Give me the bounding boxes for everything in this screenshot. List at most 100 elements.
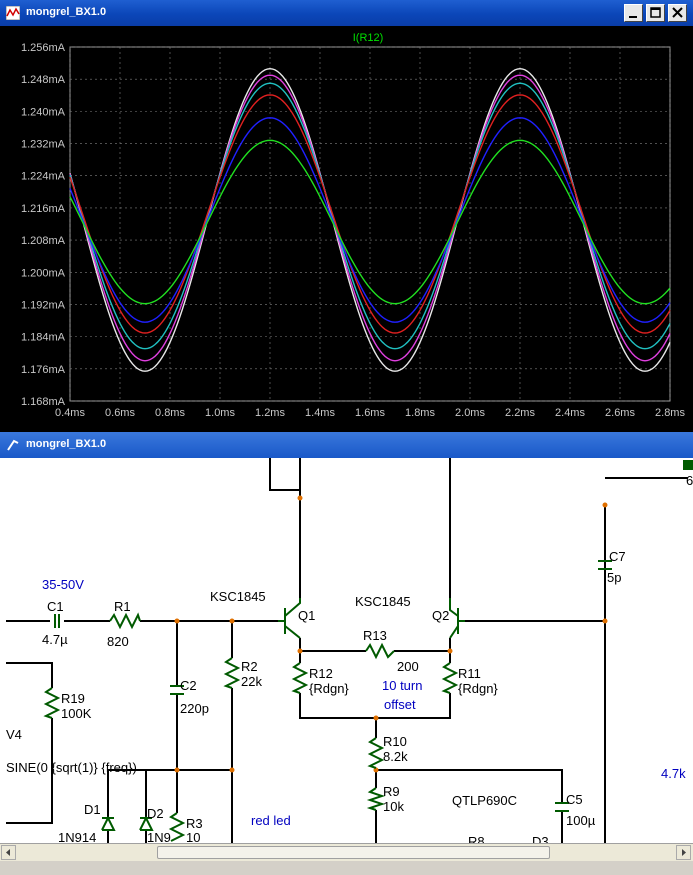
c1-label: C1: [47, 599, 64, 614]
status-bar: [0, 861, 693, 875]
q1-symbol: [278, 598, 301, 639]
schematic-window-title: mongrel_BX1.0: [26, 438, 107, 450]
plot-grid: [69, 46, 671, 402]
r1-symbol: [109, 612, 141, 630]
schematic-canvas[interactable]: 35-50V C1 4.7µ R1 820 KSC1845 Q1 KSC1845…: [0, 458, 693, 843]
x-tick-label: 0.4ms: [55, 407, 85, 419]
r10-value: 8.2k: [383, 749, 408, 764]
x-tick-label: 1.4ms: [305, 407, 335, 419]
c1-symbol: [54, 614, 60, 628]
close-button[interactable]: [668, 4, 687, 22]
d1-label: D1: [84, 802, 101, 817]
r11-label: R11: [458, 666, 481, 681]
trace-series-3: [69, 82, 671, 350]
q2-symbol: [449, 598, 465, 639]
r12-value: {Rdgn}: [309, 681, 349, 696]
x-axis-ticks: 0.4ms 0.6ms 0.8ms 1.0ms 1.2ms 1.4ms 1.6ms 1.8ms…: [55, 407, 685, 419]
q2-label: Q2: [432, 608, 449, 623]
plot-window-titlebar[interactable]: mongrel_BX1.0: [0, 0, 693, 26]
c5-label: C5: [566, 792, 583, 807]
d1-value: 1N914: [58, 830, 96, 843]
d2-label: D2: [147, 806, 164, 821]
offscreen-value-label: 6: [686, 473, 693, 488]
c2-label: C2: [180, 678, 197, 693]
x-tick-label: 2.6ms: [605, 407, 635, 419]
y-tick-label: 1.256mA: [21, 42, 66, 54]
y-tick-label: 1.224mA: [21, 171, 66, 183]
r13-symbol: [365, 642, 395, 660]
schematic-drawing[interactable]: 35-50V C1 4.7µ R1 820 KSC1845 Q1 KSC1845…: [0, 458, 693, 843]
r10-symbol: [367, 737, 385, 769]
v4-sine-params: SINE(0 {sqrt(1)} {freq}): [6, 760, 137, 775]
x-tick-label: 0.8ms: [155, 407, 185, 419]
x-tick-label: 2.8ms: [655, 407, 685, 419]
x-tick-label: 1.0ms: [205, 407, 235, 419]
trace-series-1: [69, 67, 671, 372]
scroll-right-button[interactable]: [676, 845, 691, 860]
trace-label[interactable]: I(R12): [353, 32, 384, 44]
maximize-icon: [650, 7, 661, 18]
r13-value: 200: [397, 659, 419, 674]
r3-label: R3: [186, 816, 203, 831]
r3-value: 10: [186, 830, 200, 843]
q1-label: Q1: [298, 608, 315, 623]
r2-value: 22k: [241, 674, 262, 689]
r12-label: R12: [309, 666, 333, 681]
minimize-icon: [629, 16, 637, 18]
horizontal-scrollbar[interactable]: [0, 843, 693, 862]
y-tick-label: 1.200mA: [21, 267, 66, 279]
y-tick-label: 1.184mA: [21, 332, 66, 344]
wires: [6, 458, 688, 843]
d2-symbol: [139, 815, 154, 831]
c7-label: C7: [609, 549, 626, 564]
schematic-window-titlebar[interactable]: mongrel_BX1.0: [0, 432, 693, 458]
c2-value: 220p: [180, 701, 209, 716]
trace-series: [69, 67, 671, 372]
waveform-app-icon: [6, 6, 20, 20]
components: [43, 560, 612, 842]
junction-nodes: [174, 495, 608, 773]
maximize-button[interactable]: [646, 4, 665, 22]
x-tick-label: 1.2ms: [255, 407, 285, 419]
scroll-thumb[interactable]: [157, 846, 550, 859]
y-axis-ticks: 1.168mA1.176mA1.184mA1.192mA1.200mA1.208…: [21, 42, 66, 408]
x-tick-label: 1.6ms: [355, 407, 385, 419]
waveform-chart[interactable]: 1.168mA1.176mA1.184mA1.192mA1.200mA1.208…: [0, 26, 693, 432]
ten-turn-label: 10 turn: [382, 678, 422, 693]
close-icon: [672, 7, 683, 18]
y-tick-label: 1.240mA: [21, 106, 66, 118]
y-tick-label: 1.216mA: [21, 203, 66, 215]
r19-value: 100K: [61, 706, 92, 721]
d1-symbol: [101, 815, 116, 831]
offset-label: offset: [384, 697, 416, 712]
scroll-left-button[interactable]: [1, 845, 16, 860]
x-tick-label: 2.2ms: [505, 407, 535, 419]
c1-value: 4.7µ: [42, 632, 68, 647]
c5-value: 100µ: [566, 813, 596, 828]
x-tick-label: 0.6ms: [105, 407, 135, 419]
r9-label: R9: [383, 784, 400, 799]
offscreen-component: [683, 460, 693, 470]
d2-value: 1N9: [147, 830, 171, 843]
minimize-button[interactable]: [624, 4, 643, 22]
plot-window-title: mongrel_BX1.0: [26, 6, 107, 18]
qtlp-label: QTLP690C: [452, 793, 517, 808]
c7-symbol: [598, 560, 612, 570]
r19-label: R19: [61, 691, 85, 706]
r3-symbol: [168, 812, 186, 842]
arrow-left-icon: [6, 849, 10, 856]
x-tick-label: 1.8ms: [405, 407, 435, 419]
q2-part-label: KSC1845: [355, 594, 411, 609]
arrow-right-icon: [682, 849, 686, 856]
c5-symbol: [555, 802, 569, 812]
r11-value: {Rdgn}: [458, 681, 498, 696]
c7-value: 5p: [607, 570, 621, 585]
r13-label: R13: [363, 628, 387, 643]
r9-value: 10k: [383, 799, 404, 814]
r8-label: R8: [468, 834, 485, 843]
r2-symbol: [223, 657, 241, 689]
c2-symbol: [170, 685, 184, 695]
x-tick-label: 2.0ms: [455, 407, 485, 419]
